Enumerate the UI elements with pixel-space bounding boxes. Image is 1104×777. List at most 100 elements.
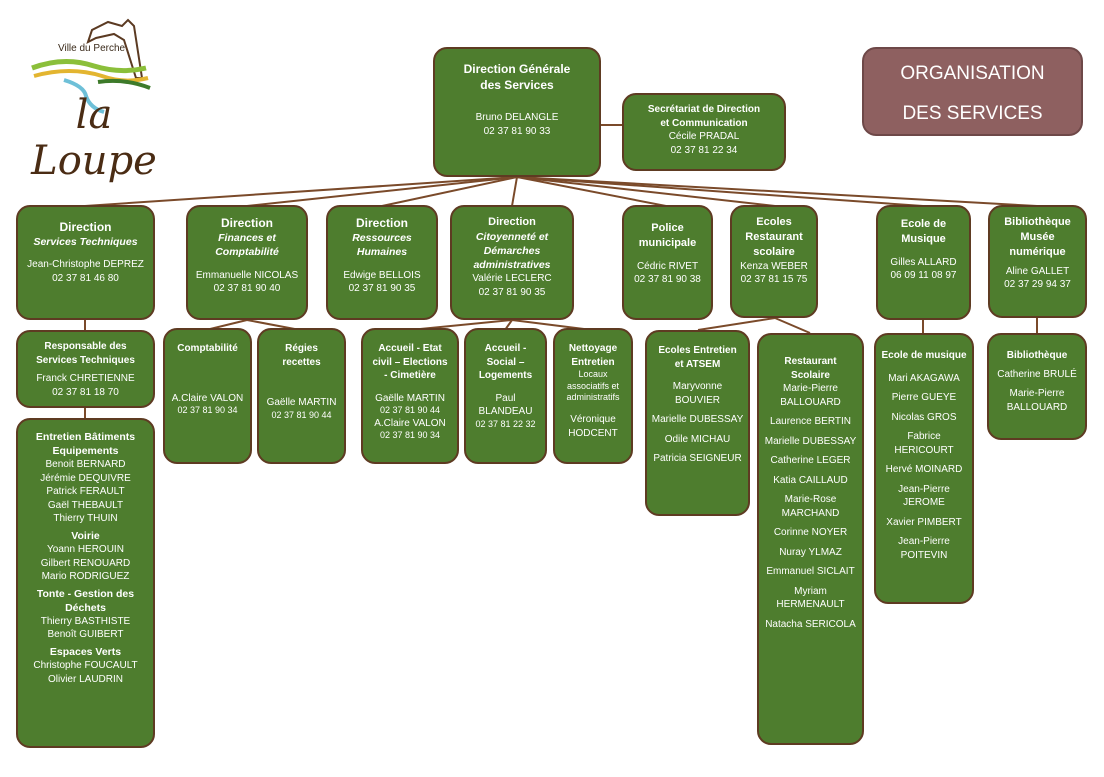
pol-phone: 02 37 81 90 38 (634, 274, 701, 286)
musd-title: Ecole de musique (881, 350, 967, 361)
mus-phone: 06 09 11 08 97 (890, 270, 957, 282)
comp-name: A.Claire VALON (171, 392, 244, 404)
rh-title: Direction (355, 216, 408, 230)
net-title-2: Entretien (571, 356, 615, 368)
list-item: Mari AKAGAWA (888, 372, 960, 384)
list-item: Yoann HEROUIN (47, 544, 124, 556)
acc-phone-2: 02 37 81 90 34 (379, 430, 441, 441)
reg-title-2: recettes (282, 356, 321, 368)
regies-recettes-box: Régies recettes Gaëlle MARTIN 02 37 81 9… (257, 328, 346, 464)
list-item: Mario RODRIGUEZ (41, 571, 130, 583)
list-item: Catherine BRULÉ (997, 368, 1077, 380)
fin-title: Direction (220, 216, 273, 230)
dg-title-1: Direction Générale (463, 62, 571, 76)
ecole-musique-box: Ecole de Musique Gilles ALLARD 06 09 11 … (876, 205, 971, 320)
ent-s1-title-1: Entretien Bâtiments (35, 431, 136, 443)
eco-title-1: Ecoles (756, 216, 792, 228)
pol-title-1: Police (651, 222, 684, 234)
list-item: Olivier LAUDRIN (47, 673, 123, 685)
rh-sub-1: Ressources (352, 232, 412, 245)
organisation-title-box: ORGANISATION DES SERVICES (862, 47, 1083, 136)
mus-title-2: Musique (901, 232, 946, 245)
fin-name: Emmanuelle NICOLAS (195, 269, 299, 281)
acc-title-1: Accueil - Etat (378, 343, 442, 354)
bib-name: Aline GALLET (1005, 265, 1070, 277)
list-item: Myriam HERMENAULT (776, 585, 845, 611)
fin-sub-1: Finances et (218, 232, 276, 245)
acc-title-3: - Cimetière (384, 370, 436, 381)
accueil-social-box: Accueil - Social – Logements Paul BLANDE… (464, 328, 547, 464)
list-item: Christophe FOUCAULT (33, 660, 138, 672)
st-name: Jean-Christophe DEPREZ (27, 259, 144, 271)
st-sub: Services Techniques (33, 236, 138, 249)
ecoles-restaurant-box: Ecoles Restaurant scolaire Kenza WEBER 0… (730, 205, 818, 318)
list-item: Laurence BERTIN (770, 416, 851, 427)
rest-title-2: Scolaire (791, 369, 830, 381)
bibd-title: Bibliothèque (1006, 350, 1068, 361)
list-item: Jean-Pierre POITEVIN (898, 536, 950, 561)
ent-s1-title-2: Equipements (52, 445, 119, 458)
police-municipale-box: Police municipale Cédric RIVET 02 37 81 … (622, 205, 713, 320)
list-item: Jean-Pierre JEROME (898, 483, 950, 509)
rh-name: Edwige BELLOIS (343, 269, 421, 281)
net-desc-3: administratifs (566, 392, 620, 403)
rst-name: Franck CHRETIENNE (36, 373, 135, 384)
net-name-1: Véronique (570, 414, 616, 426)
ent-s2-title: Voirie (71, 529, 100, 542)
bib-title-1: Bibliothèque (1004, 216, 1071, 228)
rh-phone: 02 37 81 90 35 (348, 283, 416, 295)
sec-title-1: Secrétariat de Direction (647, 104, 761, 115)
acc-title-2: civil – Elections (372, 356, 448, 368)
net-desc-2: associatifs et (566, 380, 620, 391)
list-item: Emmanuel SICLAIT (766, 566, 855, 577)
atsem-title-1: Ecoles Entretien (658, 345, 737, 356)
list-item: Marie-Pierre BALLOUARD (780, 383, 841, 408)
bibliotheque-detail-box: Bibliothèque Catherine BRULÉ Marie-Pierr… (987, 333, 1087, 440)
ent-s3-title-2: Déchets (65, 601, 106, 614)
dg-title-2: des Services (480, 78, 554, 93)
net-name-2: HODCENT (568, 427, 618, 439)
bib-title-2: Musée (1020, 230, 1055, 243)
fin-sub-2: Comptabilité (215, 246, 279, 259)
soc-name-2: BLANDEAU (478, 406, 533, 417)
dg-phone: 02 37 81 90 33 (483, 125, 551, 137)
list-item: Patrick FERAULT (46, 486, 125, 498)
list-item: Patricia SEIGNEUR (653, 453, 742, 464)
ent-s4-title: Espaces Verts (49, 645, 122, 658)
ent-s3-title-1: Tonte - Gestion des (36, 587, 135, 600)
net-title-1: Nettoyage (568, 343, 618, 354)
nettoyage-entretien-box: Nettoyage Entretien Locaux associatifs e… (553, 328, 633, 464)
st-title: Direction (59, 220, 112, 234)
soc-title-1: Accueil - (484, 343, 527, 354)
cit-title: Direction (488, 216, 536, 228)
eco-name: Kenza WEBER (740, 260, 808, 272)
list-item: Maryvonne BOUVIER (672, 381, 723, 406)
logo-graphic (31, 18, 151, 114)
eco-title-2: Restaurant (745, 230, 803, 243)
town-logo: Ville du Perche la Loupe (24, 16, 164, 184)
list-item: Natacha SERICOLA (765, 618, 856, 630)
eco-phone: 02 37 81 15 75 (740, 274, 808, 286)
list-item: Marie-Pierre BALLOUARD (1006, 388, 1068, 413)
list-item: Nicolas GROS (891, 411, 957, 423)
secretariat-box: Secrétariat de Direction et Communicatio… (622, 93, 786, 171)
reg-phone: 02 37 81 90 44 (271, 409, 332, 420)
rh-sub-2: Humaines (356, 246, 408, 259)
ecoles-atsem-box: Ecoles Entretien et ATSEM Maryvonne BOUV… (645, 330, 750, 516)
pol-name: Cédric RIVET (636, 260, 699, 272)
st-phone: 02 37 81 46 80 (52, 272, 119, 284)
comptabilite-box: Comptabilité A.Claire VALON 02 37 81 90 … (163, 328, 252, 464)
acc-name-1: Gaëlle MARTIN (375, 392, 445, 404)
acc-name-2: A.Claire VALON (374, 417, 446, 429)
list-item: Benoit BERNARD (45, 459, 126, 471)
soc-title-2: Social – (486, 356, 525, 368)
list-item: Marielle DUBESSAY (764, 435, 857, 447)
direction-citoyennete-box: Direction Citoyenneté et Démarches admin… (450, 205, 574, 320)
direction-rh-box: Direction Ressources Humaines Edwige BEL… (326, 205, 438, 320)
soc-name-1: Paul (495, 392, 516, 404)
list-item: Benoît GUIBERT (47, 629, 124, 641)
list-item: Corinne NOYER (773, 527, 848, 538)
list-item: Marielle DUBESSAY (651, 414, 744, 425)
mus-name: Gilles ALLARD (890, 256, 957, 268)
sec-phone: 02 37 81 22 34 (670, 144, 738, 156)
